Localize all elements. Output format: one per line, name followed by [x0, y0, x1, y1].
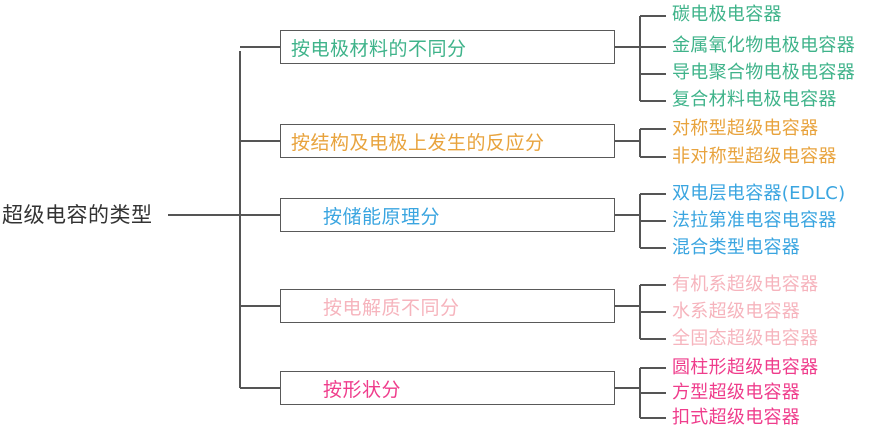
branch-node-0[interactable]: 按电极材料的不同分 — [280, 30, 615, 64]
leaf-node-2-1[interactable]: 法拉第准电容电容器 — [672, 211, 837, 231]
branch-node-label: 按储能原理分 — [323, 205, 441, 228]
leaf-node-label: 导电聚合物电极电容器 — [672, 62, 855, 83]
leaf-node-label: 对称型超级电容器 — [672, 118, 819, 139]
branch-node-1[interactable]: 按结构及电极上发生的反应分 — [280, 124, 615, 158]
leaf-node-1-1[interactable]: 非对称型超级电容器 — [672, 147, 837, 167]
leaf-node-label: 复合材料电极电容器 — [672, 89, 837, 110]
leaf-node-0-3[interactable]: 复合材料电极电容器 — [672, 90, 837, 110]
leaf-node-label: 方型超级电容器 — [672, 382, 801, 403]
branch-node-2[interactable]: 按储能原理分 — [280, 198, 615, 232]
leaf-node-0-1[interactable]: 金属氧化物电极电容器 — [672, 36, 855, 56]
branch-node-4[interactable]: 按形状分 — [280, 371, 615, 405]
branch-node-3[interactable]: 按电解质不同分 — [280, 289, 615, 323]
branch-node-label: 按形状分 — [323, 378, 402, 401]
leaf-node-3-2[interactable]: 全固态超级电容器 — [672, 329, 818, 349]
leaf-node-0-2[interactable]: 导电聚合物电极电容器 — [672, 63, 855, 83]
leaf-node-2-0[interactable]: 双电层电容器(EDLC) — [672, 184, 845, 204]
leaf-node-label: 法拉第准电容电容器 — [672, 210, 837, 231]
leaf-node-label: 有机系超级电容器 — [672, 274, 819, 295]
leaf-node-2-2[interactable]: 混合类型电容器 — [672, 238, 800, 258]
leaf-node-label: 全固态超级电容器 — [672, 328, 819, 349]
leaf-node-label: 碳电极电容器 — [672, 4, 782, 25]
leaf-node-0-0[interactable]: 碳电极电容器 — [672, 5, 782, 25]
leaf-node-label: 非对称型超级电容器 — [672, 146, 837, 167]
leaf-node-label: 圆柱形超级电容器 — [672, 357, 819, 378]
leaf-node-4-2[interactable]: 扣式超级电容器 — [672, 408, 800, 428]
leaf-node-label: 金属氧化物电极电容器 — [672, 35, 855, 56]
branch-node-label: 按电极材料的不同分 — [291, 37, 467, 60]
leaf-node-3-0[interactable]: 有机系超级电容器 — [672, 275, 818, 295]
root-label: 超级电容的类型 — [2, 203, 153, 227]
branch-node-label: 按结构及电极上发生的反应分 — [291, 131, 545, 154]
leaf-node-4-1[interactable]: 方型超级电容器 — [672, 383, 800, 403]
leaf-node-1-0[interactable]: 对称型超级电容器 — [672, 119, 818, 139]
leaf-node-4-0[interactable]: 圆柱形超级电容器 — [672, 358, 818, 378]
branch-node-label: 按电解质不同分 — [323, 296, 460, 319]
leaf-node-label: 双电层电容器(EDLC) — [672, 183, 846, 204]
leaf-node-label: 水系超级电容器 — [672, 301, 801, 322]
leaf-node-label: 混合类型电容器 — [672, 237, 801, 258]
leaf-node-label: 扣式超级电容器 — [672, 407, 801, 428]
leaf-node-3-1[interactable]: 水系超级电容器 — [672, 302, 800, 322]
